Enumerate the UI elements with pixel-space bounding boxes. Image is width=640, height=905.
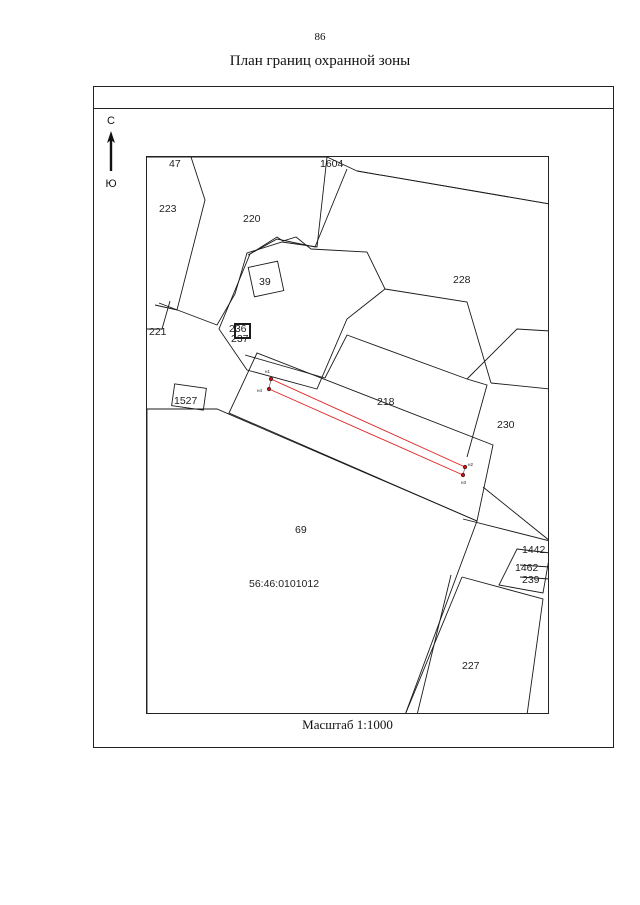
zone-outer-boundary bbox=[228, 352, 494, 522]
north-arrow-icon bbox=[107, 131, 115, 171]
point-n3 bbox=[460, 472, 466, 478]
parcel-boundary-1604-228 bbox=[326, 157, 548, 205]
page-number: 86 bbox=[314, 31, 326, 43]
point-n4 bbox=[266, 386, 272, 392]
parcel-boundary-223 bbox=[147, 157, 206, 311]
parcel-boundary-220 bbox=[158, 157, 328, 326]
north-label: С bbox=[107, 115, 115, 127]
point-n1 bbox=[268, 376, 274, 382]
label-parcel-228: 228 bbox=[453, 274, 471, 286]
label-parcel-223: 223 bbox=[159, 203, 177, 215]
label-cadastral-quarter: 56:46:0101012 bbox=[249, 578, 319, 590]
parcel-boundary-218 bbox=[244, 334, 488, 458]
label-parcel-1462: 1462 bbox=[515, 562, 539, 574]
parcel-boundary-230 bbox=[490, 382, 548, 390]
zone-points bbox=[266, 376, 468, 478]
label-point-n3: н3 bbox=[461, 480, 466, 485]
building-outline bbox=[218, 236, 386, 390]
point-n2 bbox=[462, 464, 468, 470]
label-parcel-1527: 1527 bbox=[174, 395, 198, 407]
map-frame bbox=[93, 86, 614, 748]
label-parcel-218: 218 bbox=[377, 396, 395, 408]
label-parcel-69: 69 bbox=[295, 524, 307, 536]
parcel-boundary-227 bbox=[405, 576, 544, 713]
label-parcel-39: 39 bbox=[259, 276, 271, 288]
label-parcel-220: 220 bbox=[243, 213, 261, 225]
scale-caption: Масштаб 1:1000 bbox=[302, 717, 393, 732]
parcel-boundary-1527 bbox=[171, 383, 207, 411]
page-title: План границ охранной зоны bbox=[229, 53, 411, 69]
label-point-n2: н2 bbox=[468, 462, 473, 467]
south-label: Ю bbox=[105, 178, 117, 190]
label-parcel-47: 47 bbox=[169, 158, 181, 170]
label-point-n4: н4 bbox=[257, 388, 262, 393]
protection-zone bbox=[268, 378, 466, 476]
label-parcel-230: 230 bbox=[497, 419, 515, 431]
label-parcel-1604: 1604 bbox=[320, 158, 344, 170]
label-point-n1: н1 bbox=[265, 369, 270, 374]
cadastral-map: 47 1604 223 220 39 228 221 236 237 1527 … bbox=[146, 156, 549, 714]
parcel-boundary-236 bbox=[234, 323, 251, 339]
label-parcel-239: 239 bbox=[522, 574, 540, 586]
label-parcel-221: 221 bbox=[149, 326, 167, 338]
label-parcel-1442: 1442 bbox=[522, 544, 546, 556]
label-parcel-237: 237 bbox=[231, 333, 249, 345]
parcel-boundary-221 bbox=[147, 300, 171, 330]
frame-header-line bbox=[94, 108, 613, 109]
label-parcel-227: 227 bbox=[462, 660, 480, 672]
parcel-boundary-39 bbox=[247, 260, 285, 298]
map-drawing: 47 1604 223 220 39 228 221 236 237 1527 … bbox=[147, 157, 548, 713]
label-parcel-236: 236 bbox=[229, 323, 247, 335]
parcel-boundary-69 bbox=[147, 409, 478, 713]
